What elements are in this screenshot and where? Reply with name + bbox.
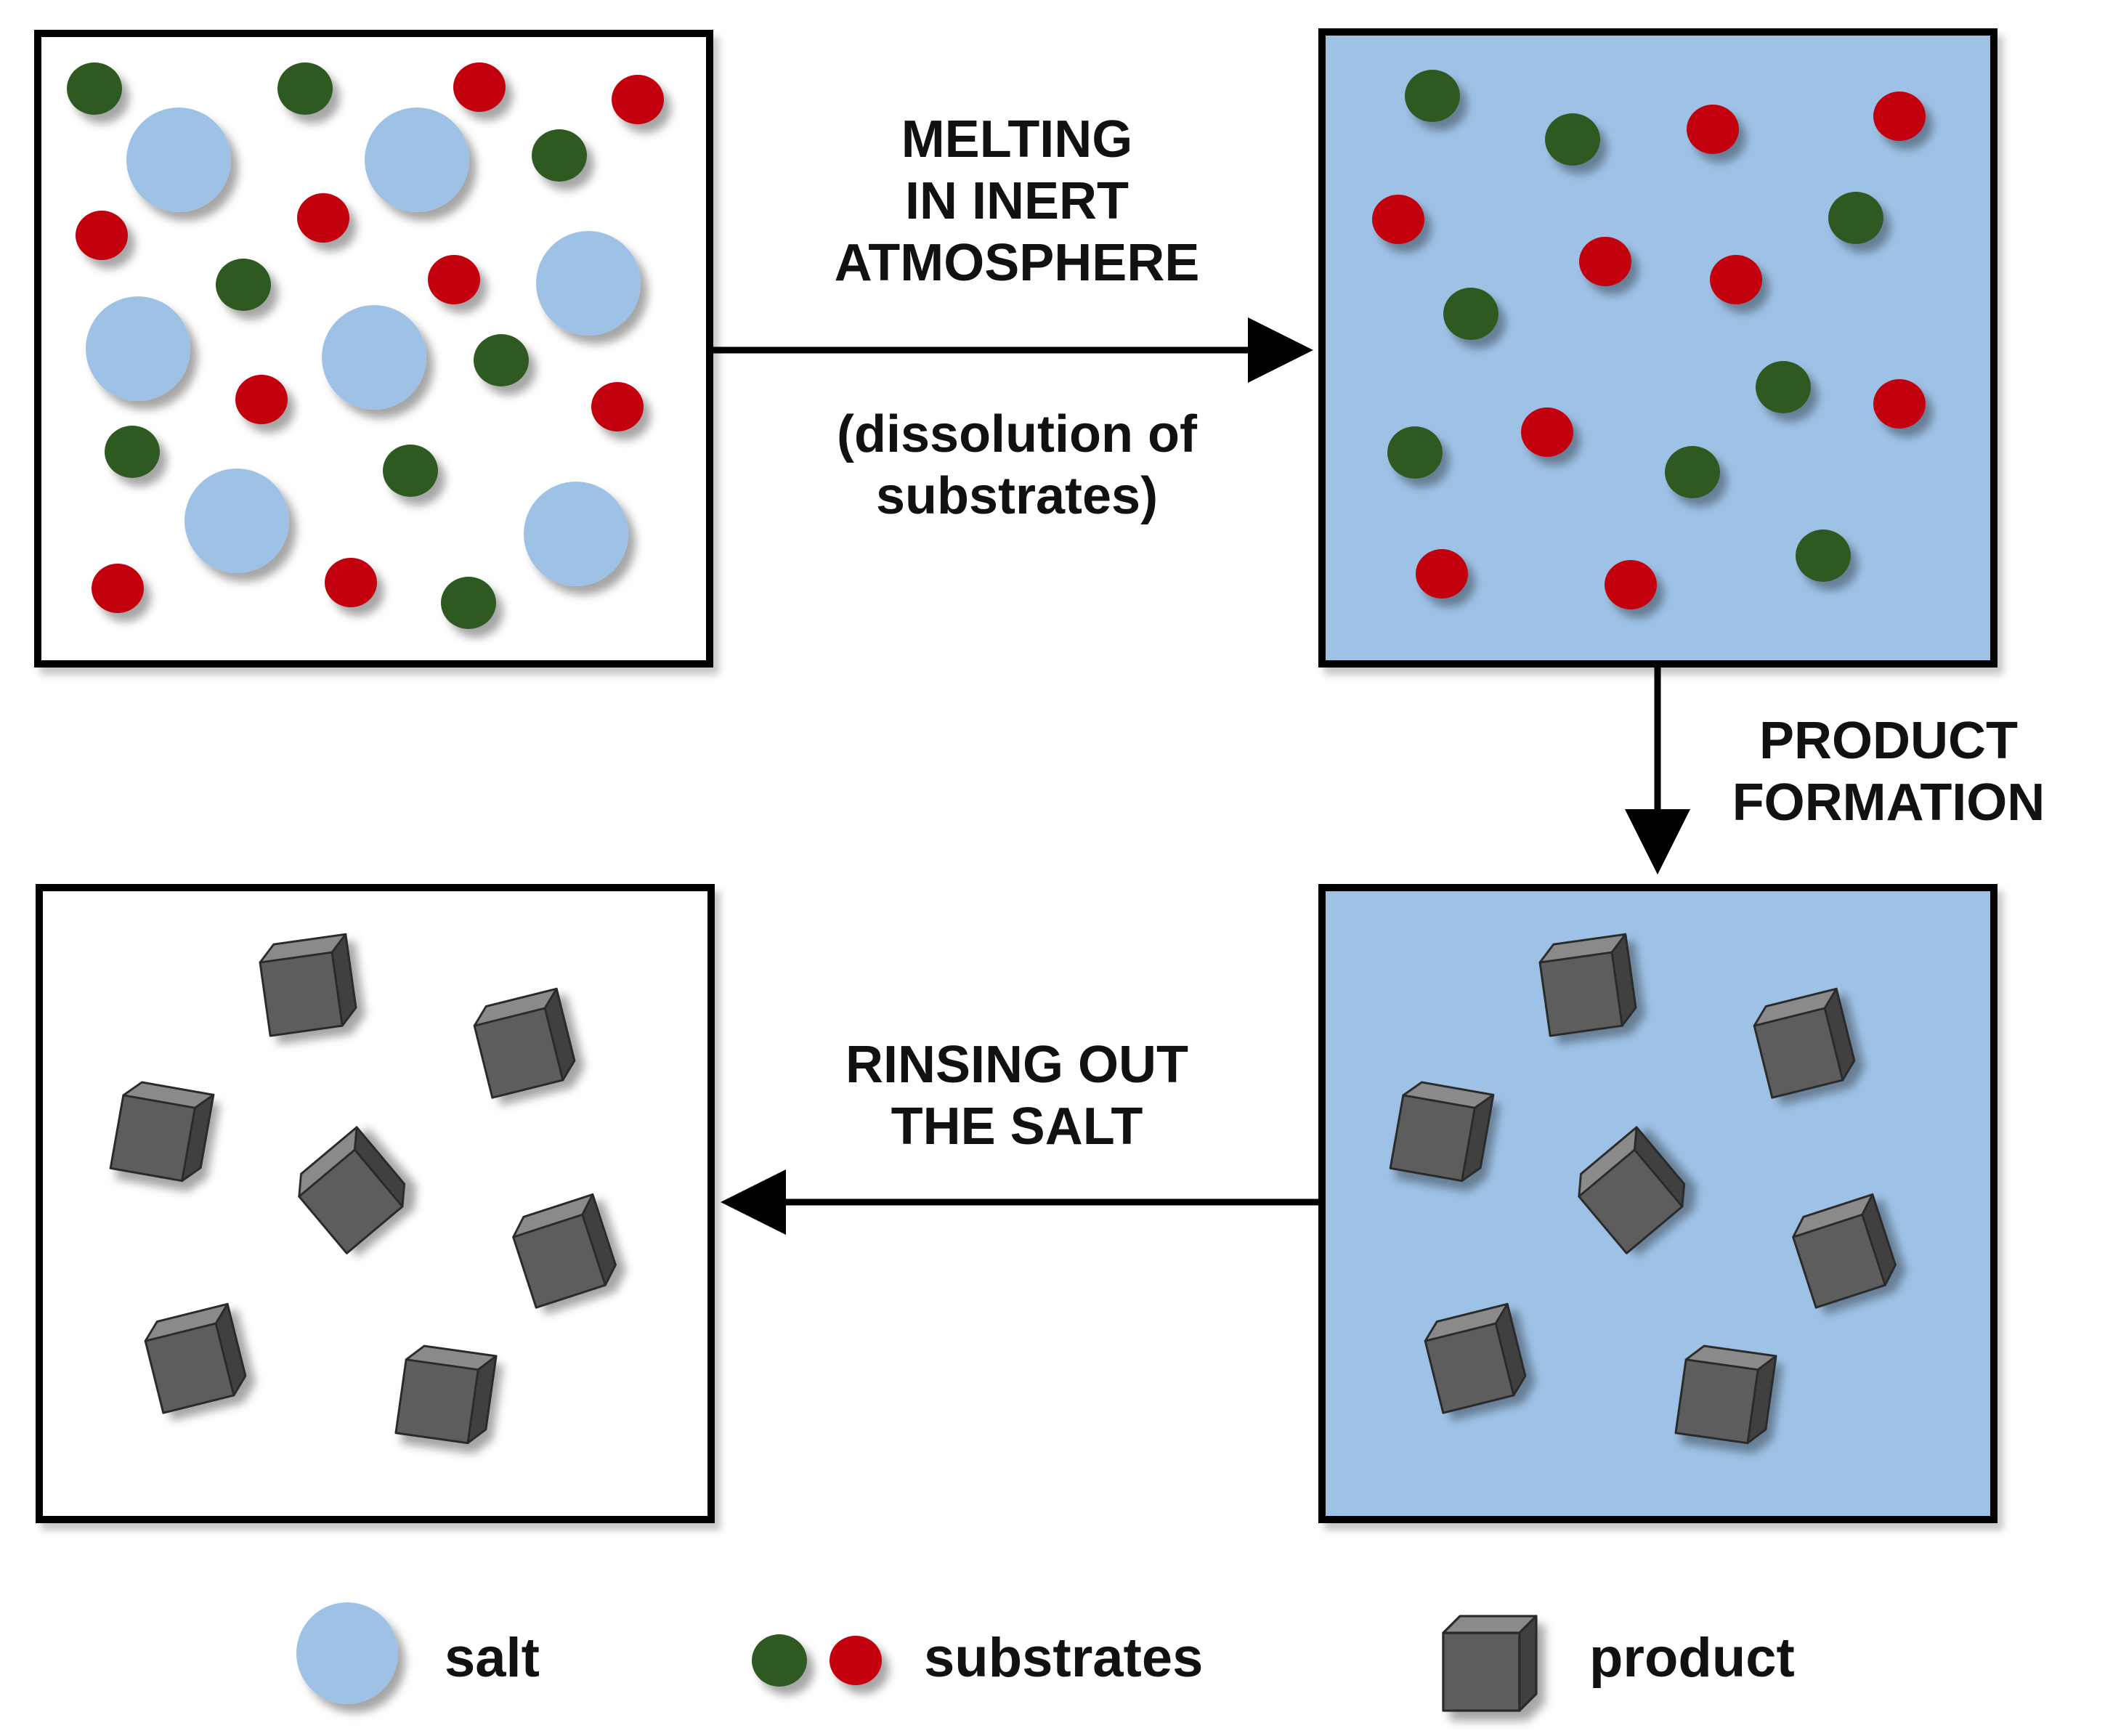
salt-particle-icon <box>126 108 231 212</box>
melt-product-cubes <box>1389 933 1897 1445</box>
melting-line-3: ATMOSPHERE <box>834 233 1200 292</box>
red-substrate-icon <box>325 558 377 607</box>
melting-label: MELTING IN INERT ATMOSPHERE <box>770 109 1264 294</box>
green-substrate-icon <box>1796 530 1851 582</box>
green-substrate-icon <box>752 1634 807 1687</box>
product-cube-icon <box>1753 987 1856 1099</box>
formation-line-1: PRODUCT <box>1759 712 2018 770</box>
product-cube-icon <box>1389 1081 1495 1183</box>
green-substrate-icon <box>532 129 587 182</box>
legend-substrates-label: substrates <box>924 1627 1204 1689</box>
red-substrate-icon <box>1873 92 1926 141</box>
salt-particle-icon <box>322 305 426 410</box>
green-substrate-icon <box>1443 288 1498 340</box>
red-substrate-icon <box>1579 237 1631 286</box>
salt-particle-icon <box>184 469 289 573</box>
legend-product-label: product <box>1589 1627 1795 1689</box>
melt-particles <box>1372 70 1926 609</box>
melting-line-1: MELTING <box>901 110 1133 169</box>
red-substrate-icon <box>1416 549 1468 599</box>
product-cube-icon <box>1792 1193 1897 1309</box>
red-substrate-icon <box>1521 407 1573 457</box>
green-substrate-icon <box>383 445 438 497</box>
product-cube-icon <box>144 1302 247 1414</box>
green-substrate-icon <box>1545 113 1600 166</box>
red-substrate-icon <box>1605 560 1657 609</box>
product-cube-icon <box>1578 1126 1686 1254</box>
salt-particle-icon <box>536 231 641 336</box>
product-cube-icon <box>1674 1344 1777 1445</box>
legend-salt-label: salt <box>445 1627 540 1689</box>
product-formation-label: PRODUCT FORMATION <box>1692 710 2085 834</box>
red-substrate-icon <box>830 1636 882 1685</box>
red-substrate-icon <box>235 375 288 424</box>
red-substrate-icon <box>428 255 480 304</box>
red-substrate-icon <box>1873 379 1926 429</box>
green-substrate-icon <box>441 577 496 629</box>
red-substrate-icon <box>1687 105 1739 154</box>
green-substrate-icon <box>1828 192 1883 244</box>
red-substrate-icon <box>612 75 664 124</box>
product-cube-icon <box>1442 1615 1538 1712</box>
red-substrate-icon <box>76 211 128 260</box>
product-cube-icon <box>512 1193 617 1309</box>
rinsing-line-2: THE SALT <box>891 1097 1143 1156</box>
green-substrate-icon <box>1405 70 1460 122</box>
red-substrate-icon <box>1372 195 1424 244</box>
salt-particle-icon <box>86 296 190 401</box>
red-substrate-icon <box>1710 255 1762 304</box>
product-cube-icon <box>1424 1302 1527 1414</box>
product-cube-icon <box>473 987 576 1099</box>
green-substrate-icon <box>474 334 529 386</box>
product-cube-icon <box>1538 933 1637 1037</box>
green-substrate-icon <box>67 62 122 115</box>
dissolution-line-2: substrates) <box>875 466 1159 525</box>
green-substrate-icon <box>1756 361 1811 413</box>
product-cube-icon <box>109 1081 215 1183</box>
green-substrate-icon <box>277 62 333 115</box>
dissolution-label: (dissolution of substrates) <box>770 404 1264 527</box>
red-substrate-icon <box>453 62 506 112</box>
mixture-particles <box>67 62 664 629</box>
product-cube-icon <box>259 933 357 1037</box>
product-cubes <box>109 933 617 1445</box>
salt-particle-icon <box>524 482 628 586</box>
salt-particle-icon <box>365 108 469 212</box>
legend <box>296 1602 1538 1712</box>
product-cube-icon <box>394 1344 498 1445</box>
melting-line-2: IN INERT <box>904 171 1129 230</box>
rinsing-line-1: RINSING OUT <box>845 1036 1188 1094</box>
rinsing-label: RINSING OUT THE SALT <box>770 1034 1264 1158</box>
green-substrate-icon <box>1665 446 1720 498</box>
green-substrate-icon <box>1387 426 1443 479</box>
green-substrate-icon <box>216 259 271 311</box>
red-substrate-icon <box>297 193 349 243</box>
product-cube-icon <box>298 1126 406 1254</box>
formation-line-2: FORMATION <box>1732 773 2045 832</box>
green-substrate-icon <box>105 426 160 478</box>
red-substrate-icon <box>591 382 644 431</box>
dissolution-line-1: (dissolution of <box>837 405 1197 463</box>
salt-particle-icon <box>296 1602 398 1704</box>
red-substrate-icon <box>92 564 144 613</box>
